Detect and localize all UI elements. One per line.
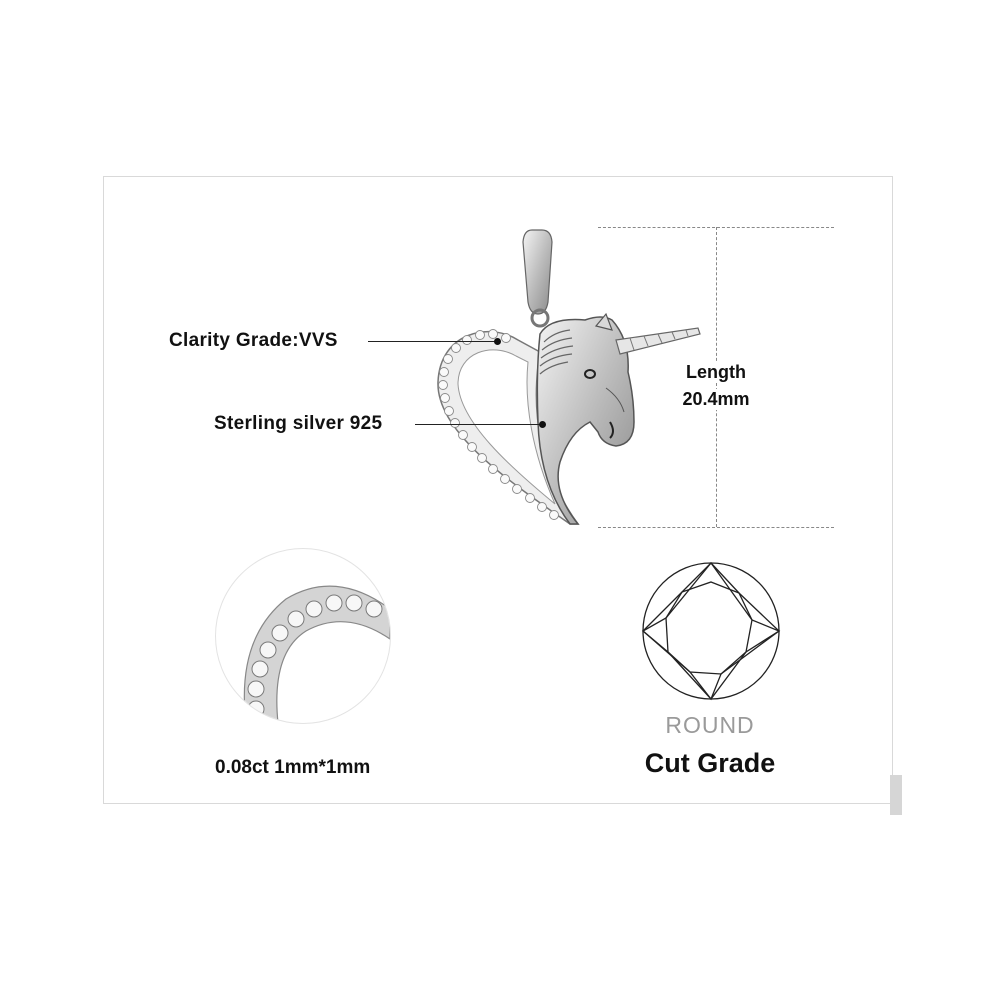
clarity-marker-dot [494,338,501,345]
length-bottom-guide [598,527,834,528]
material-leader-line [415,424,541,425]
length-value: 20.4mm [656,389,776,410]
unicorn-heart-pendant-icon [437,229,701,525]
clarity-grade-label: Clarity Grade:VVS [169,330,338,351]
scrollbar-thumb[interactable] [890,775,902,815]
length-title: Length [656,362,776,383]
round-cut-gem-icon [641,561,781,701]
shape-label: ROUND [665,712,755,738]
material-marker-dot [539,421,546,428]
carat-size-label: 0.08ct 1mm*1mm [215,757,371,778]
product-frame [103,176,893,804]
cut-grade-label: Cut Grade [644,748,776,778]
stone-detail-zoom [215,548,391,724]
stone-detail-zoom-icon [243,585,390,723]
material-label: Sterling silver 925 [214,413,383,434]
clarity-leader-line [368,341,496,342]
